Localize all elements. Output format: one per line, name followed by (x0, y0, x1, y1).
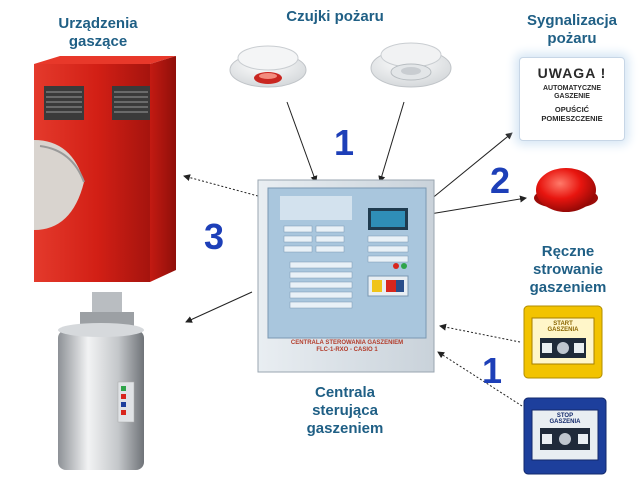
label-extinguishers-line1: Urządzenia (58, 15, 138, 32)
warning-sign-title: UWAGA ! (537, 65, 607, 81)
stop-button-label: STOP GASZENIA (534, 413, 596, 425)
label-signaling: Sygnalizacja pożaru (512, 12, 632, 48)
panel-caption-line1: CENTRALA STEROWANIA GASZENIEM (290, 340, 404, 346)
label-control-line1: Centrala (314, 384, 376, 401)
detector-white (370, 42, 452, 88)
panel-caption: CENTRALA STEROWANIA GASZENIEM FLC-1-RXO … (270, 340, 424, 354)
stop-button-label-line1: STOP (556, 413, 574, 419)
number-detectors-to-panel: 1 (334, 122, 355, 163)
number-panel-to-extinguishers: 3 (204, 216, 225, 257)
arrow-panel-to-sign (429, 132, 513, 201)
warning-sign-line1: AUTOMATYCZNE (542, 85, 602, 92)
label-signaling-line1: Sygnalizacja (526, 12, 618, 29)
number-manual-to-panel: 1 (482, 350, 503, 391)
red-extinguisher-cabinet (34, 56, 176, 282)
stop-button-label-line2: GASZENIA (549, 419, 581, 425)
blue-stop-button (523, 397, 607, 475)
start-button-label-line2: GASZENIA (547, 327, 579, 333)
label-control: Centrala sterująca gaszeniem (290, 384, 400, 438)
label-control-line3: gaszeniem (306, 420, 384, 437)
warning-sign: UWAGA ! AUTOMATYCZNE GASZENIE OPUŚCIĆ PO… (519, 57, 625, 141)
arrow-panel-to-beacon (429, 195, 527, 215)
warning-sign-line3: OPUŚCIĆ (554, 105, 590, 114)
warning-sign-line4: POMIESZCZENIE (541, 114, 603, 123)
label-signaling-line2: pożaru (547, 30, 597, 47)
panel-caption-line2: FLC-1-RXO - CASIO 1 (316, 347, 378, 353)
arrow-stop-to-panel (437, 351, 523, 407)
control-panel (257, 179, 435, 373)
warning-sign-line2: GASZENIE (554, 93, 590, 100)
label-detectors: Czujki pożaru (286, 8, 384, 25)
red-beacon (534, 168, 598, 212)
label-manual-line1: Ręczne (541, 243, 595, 260)
arrow-detector2-to-panel (378, 101, 405, 183)
arrows (183, 101, 527, 407)
silver-gas-cylinder (58, 292, 144, 470)
arrow-panel-to-extinguisher-top (183, 174, 259, 197)
start-button-label: START GASZENIA (534, 321, 592, 333)
yellow-start-button (523, 305, 603, 379)
arrow-detector1-to-panel (286, 101, 318, 183)
label-control-line2: sterująca (312, 402, 378, 419)
start-button-label-line1: START (553, 321, 573, 327)
label-manual-line2: strowanie (532, 261, 604, 278)
arrow-panel-to-extinguisher-bottom (185, 291, 253, 323)
detector-red (229, 45, 307, 88)
number-panel-to-signaling: 2 (490, 160, 511, 201)
label-extinguishers-line2: gaszące (68, 33, 128, 50)
label-manual: Ręczne strowanie gaszeniem (514, 243, 622, 297)
label-manual-line3: gaszeniem (529, 279, 607, 296)
arrow-start-to-panel (439, 323, 521, 343)
label-extinguishers: Urządzenia gaszące (44, 15, 152, 51)
